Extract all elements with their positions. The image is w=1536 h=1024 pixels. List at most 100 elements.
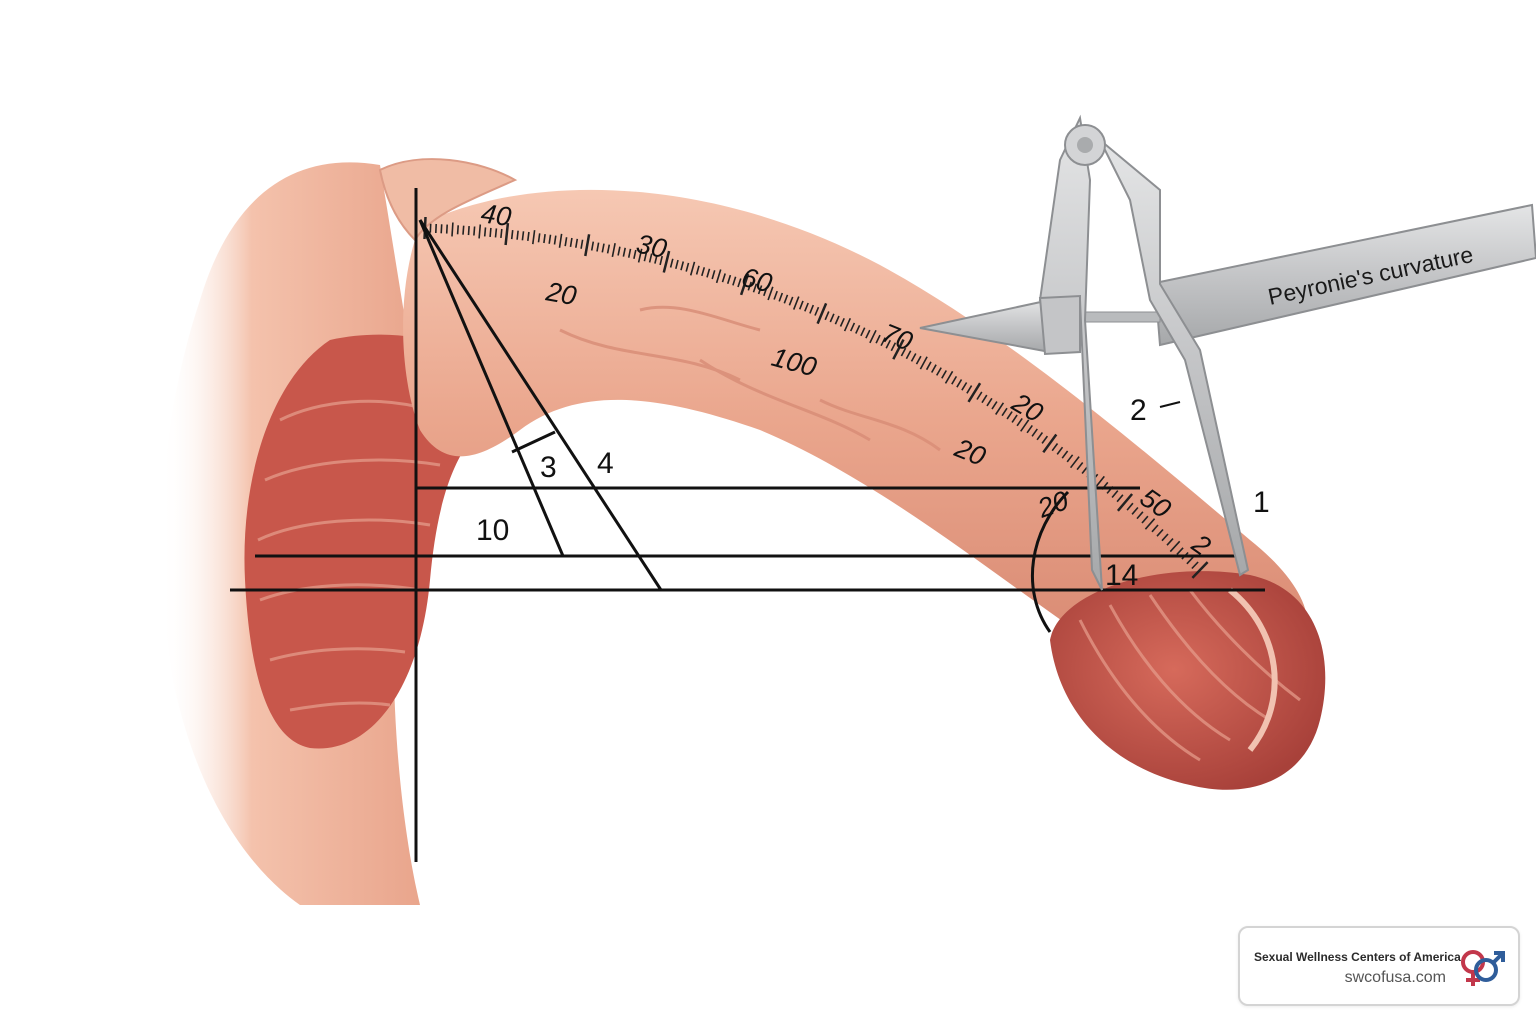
- scale-tick: [527, 231, 530, 241]
- scale-tick: [829, 313, 835, 323]
- scrotal-muscle: [244, 334, 560, 749]
- scale-tick: [1136, 511, 1144, 520]
- scale-tick: [1186, 556, 1194, 565]
- scale-tick: [941, 370, 947, 379]
- scale-tick: [584, 234, 591, 257]
- scale-tick: [590, 241, 595, 251]
- scale-tick: [1069, 456, 1080, 469]
- scale-tick: [680, 261, 685, 271]
- scale-tick: [637, 248, 643, 263]
- scale-tick: [747, 281, 752, 291]
- scale-tick: [865, 329, 871, 339]
- scale-tick: [767, 286, 774, 301]
- scale-tick: [1126, 502, 1134, 511]
- scale-tick: [890, 342, 897, 352]
- angle-marker: [511, 430, 556, 454]
- scale-tick: [553, 235, 557, 245]
- scale-tick: [925, 361, 932, 371]
- shaft: [403, 189, 1308, 651]
- caliper-right-jaw: [1099, 139, 1250, 577]
- scale-tick: [1016, 417, 1023, 427]
- scale-tick: [689, 261, 696, 276]
- scale-tick: [494, 228, 498, 238]
- scale-tick: [778, 292, 784, 302]
- scale-tick: [880, 337, 886, 347]
- scale-tick: [875, 334, 881, 344]
- scale-tick: [839, 317, 845, 327]
- scale-tick: [961, 382, 968, 391]
- scale-tick: [606, 244, 611, 254]
- scale-tick: [1056, 446, 1064, 455]
- scale-tick: [654, 254, 658, 264]
- scale-tick: [834, 315, 840, 325]
- base-label-10: 10: [476, 514, 509, 547]
- scale-tick: [1041, 435, 1049, 444]
- scale-tick: [944, 370, 954, 384]
- scale-tick: [504, 222, 510, 246]
- scale-tick: [1026, 424, 1033, 434]
- scale-tick: [804, 302, 809, 312]
- scale-tick: [757, 285, 763, 295]
- scale-tick: [1169, 540, 1181, 553]
- geometry-labels: 3 4 10 14 1 2: [476, 394, 1270, 592]
- measurement-scale: [423, 216, 1209, 579]
- scale-tick: [860, 327, 866, 337]
- reference-geometry: [230, 188, 1265, 862]
- scale-tick: [564, 237, 568, 247]
- scale-tick: [900, 347, 907, 357]
- brand-card[interactable]: Sexual Wellness Centers of America swcof…: [1238, 926, 1520, 1006]
- scale-tick: [1020, 419, 1030, 432]
- scale-tick: [976, 391, 983, 400]
- scale-tick: [675, 259, 679, 269]
- scale-tick: [849, 322, 856, 332]
- scale-tick: [824, 311, 830, 321]
- scale-tick: [633, 249, 637, 259]
- scale-tick: [467, 226, 470, 236]
- scale-tick: [548, 234, 552, 244]
- scale-tick: [1042, 433, 1058, 454]
- scale-tick: [701, 267, 706, 277]
- callout-2-leader: [1159, 401, 1181, 408]
- scale-tick: [1116, 494, 1124, 503]
- scale-tick: [885, 339, 892, 349]
- tip-label-14: 14: [1105, 559, 1138, 592]
- scale-tick: [669, 258, 674, 268]
- scale-tick: [752, 283, 758, 293]
- scale-tick: [721, 273, 726, 283]
- scale-tick: [788, 296, 794, 306]
- scale-label-40: 40: [479, 198, 513, 232]
- curvature-arc: [1030, 490, 1070, 633]
- scale-tick: [510, 230, 514, 240]
- scale-tick: [617, 246, 621, 256]
- scale-tick: [1031, 428, 1038, 437]
- scale-tick: [1094, 475, 1105, 488]
- brand-url[interactable]: swcofusa.com: [1344, 969, 1446, 986]
- scale-tick: [715, 269, 722, 284]
- scale-tick: [966, 385, 973, 394]
- scale-tick: [596, 242, 600, 252]
- scale-tick: [627, 248, 632, 258]
- scale-tick: [869, 329, 877, 344]
- scale-tick: [1176, 547, 1184, 555]
- scale-tick: [659, 255, 663, 266]
- scale-tick: [648, 253, 653, 263]
- scale-tick: [543, 233, 546, 244]
- base-fold: [378, 158, 518, 242]
- scale-tick: [792, 296, 800, 310]
- scale-tick: [1161, 533, 1169, 542]
- scale-tick: [601, 243, 605, 253]
- scale-tick: [1131, 506, 1139, 515]
- scale-tick: [451, 222, 454, 237]
- scale-tick: [478, 224, 482, 239]
- scale-tick: [967, 382, 982, 403]
- caliper-pivot-pin: [1077, 137, 1093, 153]
- scale-tick: [611, 243, 616, 258]
- scale-tick: [1036, 432, 1044, 441]
- scale-tick: [1111, 490, 1119, 499]
- line-label-4: 4: [597, 447, 614, 480]
- scale-tick: [1191, 561, 1199, 570]
- male-female-symbol-icon: [1461, 950, 1505, 986]
- muscle-fibers: [257, 399, 441, 712]
- scale-tick: [445, 224, 448, 234]
